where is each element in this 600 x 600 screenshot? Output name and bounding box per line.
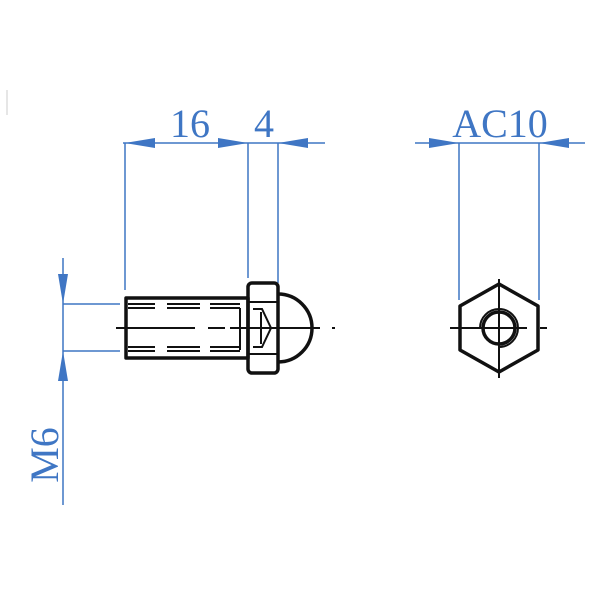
screw-end-view — [450, 279, 547, 378]
thread-label: M6 — [22, 427, 67, 483]
across-corners-label: AC10 — [452, 101, 548, 146]
across-corners-dimension: AC10 — [415, 101, 585, 300]
length-label: 16 — [170, 101, 210, 146]
head-length-label: 4 — [254, 101, 274, 146]
thread-dimension: M6 — [22, 258, 120, 505]
screw-side-view — [116, 281, 335, 375]
length-dimension: 16 4 — [123, 101, 325, 290]
